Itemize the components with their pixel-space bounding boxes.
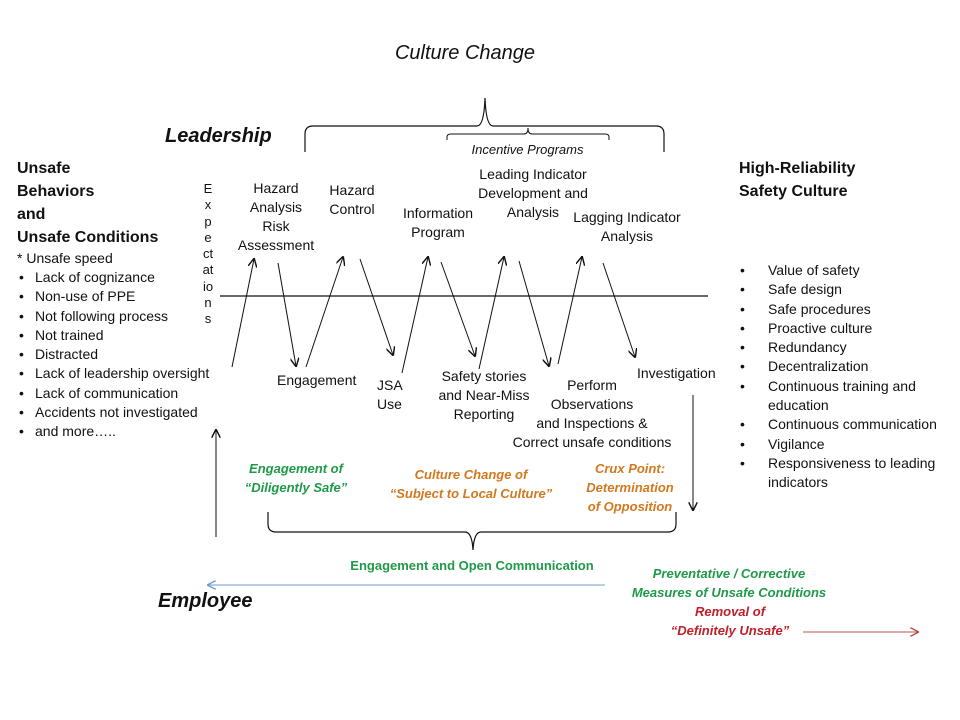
hro-list-item: Continuous communication	[736, 415, 956, 435]
hazard-analysis-label: Hazard Analysis Risk Assessment	[237, 180, 315, 253]
incentive-brace	[446, 127, 610, 140]
unsafe-list-item: and more…..	[17, 422, 217, 442]
expectations-label: Expectations	[202, 181, 214, 327]
unsafe-list-item: Lack of communication	[17, 384, 217, 404]
removal-label: Removal of “Definitely Unsafe”	[670, 604, 790, 638]
hro-list-item: Continuous training and education	[736, 377, 956, 416]
hro-list-item: Decentralization	[736, 357, 956, 377]
hazard-control-label: Hazard Control	[329, 182, 375, 217]
leadership-brace	[304, 97, 665, 152]
unsafe-list-item: Lack of cognizance	[17, 268, 217, 288]
diligently-safe-label: Engagement of “Diligently Safe”	[244, 461, 348, 495]
unsafe-list-item: Lack of leadership oversight	[17, 364, 217, 384]
unsafe-list-item: Distracted	[17, 345, 217, 365]
zigzag-arrows	[231, 257, 635, 374]
engagement-communication-label: Engagement and Open Communication	[350, 558, 594, 573]
hro-list-item: Responsiveness to leading indicators	[736, 454, 956, 493]
unsafe-header: Unsafe Behaviors and Unsafe Conditions	[17, 160, 159, 246]
employee-label: Employee	[158, 590, 253, 612]
information-program-label: Information Program	[402, 205, 474, 240]
hro-list-item: Safe design	[736, 280, 956, 300]
engagement-step-label: Engagement	[277, 372, 357, 388]
unsafe-list-item: Accidents not investigated	[17, 403, 217, 423]
hro-list-item: Safe procedures	[736, 300, 956, 320]
local-culture-label: Culture Change of “Subject to Local Cult…	[389, 467, 553, 501]
lagging-indicator-label: Lagging Indicator Analysis	[573, 209, 681, 244]
hro-list-item: Proactive culture	[736, 319, 956, 339]
hro-list-item: Vigilance	[736, 435, 956, 455]
perform-observations-label: Perform Observations and Inspections & C…	[512, 377, 672, 450]
hro-list-item: Redundancy	[736, 338, 956, 358]
unsafe-list-item: Non-use of PPE	[17, 287, 217, 307]
leadership-label: Leadership	[165, 125, 272, 147]
incentive-programs-label: Incentive Programs	[471, 142, 584, 157]
unsafe-list: Lack of cognizanceNon-use of PPENot foll…	[17, 268, 217, 442]
hro-header: High-Reliability Safety Culture	[739, 160, 856, 200]
diagram-title: Culture Change	[394, 42, 536, 64]
hro-list-item: Value of safety	[736, 261, 956, 281]
bottom-brace	[267, 512, 677, 551]
hro-list: Value of safetySafe designSafe procedure…	[736, 261, 956, 493]
leading-indicator-label: Leading Indicator Development and Analys…	[478, 166, 588, 220]
crux-point-label: Crux Point: Determination of Opposition	[586, 461, 674, 514]
unsafe-list-item: Not trained	[17, 326, 217, 346]
investigation-label: Investigation	[637, 365, 716, 381]
unsafe-list-item: Not following process	[17, 307, 217, 327]
preventative-label: Preventative / Corrective Measures of Un…	[631, 566, 827, 600]
unsafe-subheader: * Unsafe speed	[17, 250, 113, 266]
safety-stories-label: Safety stories and Near-Miss Reporting	[438, 368, 530, 422]
jsa-use-label: JSA Use	[377, 377, 403, 412]
